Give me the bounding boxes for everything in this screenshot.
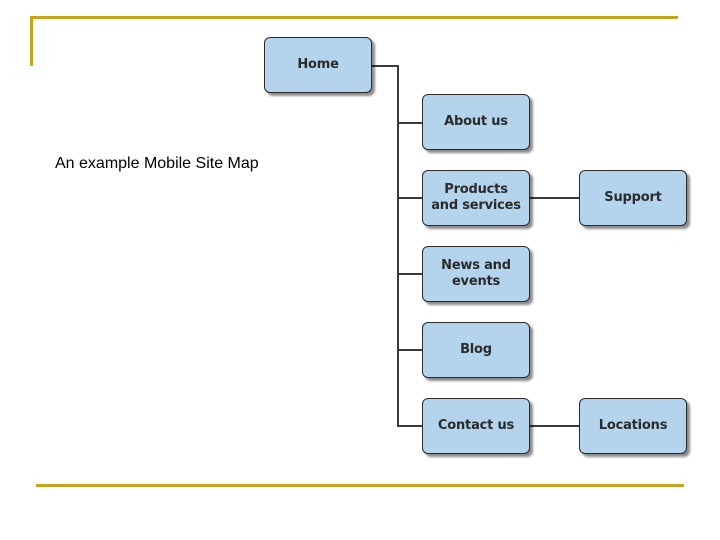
node-support: Support xyxy=(579,170,687,226)
connector-contact xyxy=(397,425,422,427)
node-about-us: About us xyxy=(422,94,530,150)
node-locations: Locations xyxy=(579,398,687,454)
node-news-and-events: News and events xyxy=(422,246,530,302)
top-rule xyxy=(30,16,678,19)
connector-products-to-support xyxy=(530,197,579,199)
node-products-and-services: Products and services xyxy=(422,170,530,226)
connector-products xyxy=(397,197,422,199)
bottom-rule xyxy=(36,484,684,487)
slide-caption: An example Mobile Site Map xyxy=(55,155,259,172)
node-blog: Blog xyxy=(422,322,530,378)
connector-about-us xyxy=(397,122,422,124)
connector-news xyxy=(397,273,422,275)
connector-blog xyxy=(397,349,422,351)
node-home: Home xyxy=(264,37,372,93)
left-rule xyxy=(30,16,33,66)
connector-home-to-trunk xyxy=(372,65,398,67)
node-contact-us: Contact us xyxy=(422,398,530,454)
connector-contact-to-locations xyxy=(530,425,579,427)
connector-trunk xyxy=(397,65,399,427)
